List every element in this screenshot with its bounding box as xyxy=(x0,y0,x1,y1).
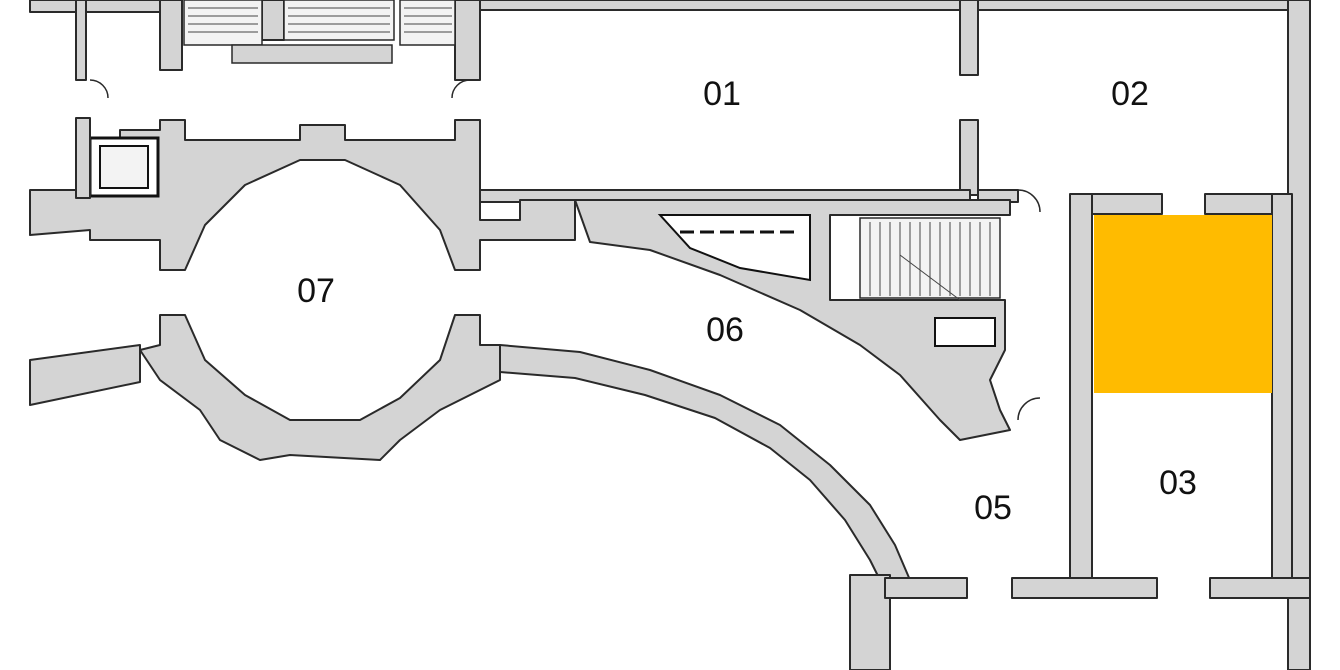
wall-stair-right xyxy=(454,0,481,81)
wall-room-03-right xyxy=(1271,193,1293,585)
room-label-06: 06 xyxy=(706,311,744,349)
wall-stair-wedge xyxy=(574,199,1011,441)
wall-curve-left xyxy=(29,344,141,406)
door-left-1 xyxy=(89,79,109,99)
elevator xyxy=(99,145,149,189)
room-label-05: 05 xyxy=(974,489,1012,527)
wall-divider-01-02-top xyxy=(959,0,979,76)
room-07-lower xyxy=(29,314,501,461)
room-03-walls xyxy=(884,193,1311,599)
wall-top-left xyxy=(29,0,181,13)
room-label-01: 01 xyxy=(703,75,741,113)
wall-left-vertical-top xyxy=(75,0,87,81)
room-label-02: 02 xyxy=(1111,75,1149,113)
small-room xyxy=(934,317,996,347)
door-left-2 xyxy=(451,79,471,99)
wall-stair-mid xyxy=(261,0,285,41)
wall-bottom-05-left xyxy=(884,577,968,599)
stair-landing xyxy=(231,44,393,64)
wall-bottom-left-pillar xyxy=(849,574,891,670)
wall-divider-01-02-bottom xyxy=(959,119,979,196)
stair-top-1 xyxy=(183,0,263,46)
curved-wall xyxy=(499,344,911,670)
wall-room-03-left xyxy=(1069,193,1093,585)
diagonal-wall xyxy=(574,189,1041,441)
left-block xyxy=(29,79,576,271)
top-stairs xyxy=(183,0,456,64)
room-label-07: 07 xyxy=(297,272,335,310)
wall-bottom-05-right xyxy=(1011,577,1158,599)
door-05 xyxy=(1017,397,1041,421)
wall-stair-left xyxy=(159,0,183,71)
wall-arc xyxy=(499,344,911,591)
wall-bottom-03-right xyxy=(1209,577,1311,599)
wall-room-07-bottom xyxy=(139,314,501,461)
highlighted-area[interactable] xyxy=(1094,215,1272,393)
wall-elevator-left xyxy=(75,117,91,199)
wall-top-rooms xyxy=(479,0,1291,11)
stair-top-2 xyxy=(283,0,395,41)
stair-top-3 xyxy=(399,0,456,46)
room-labels: 01 02 03 05 06 07 xyxy=(297,75,1197,527)
room-label-03: 03 xyxy=(1159,464,1197,502)
door-02 xyxy=(1017,189,1041,213)
